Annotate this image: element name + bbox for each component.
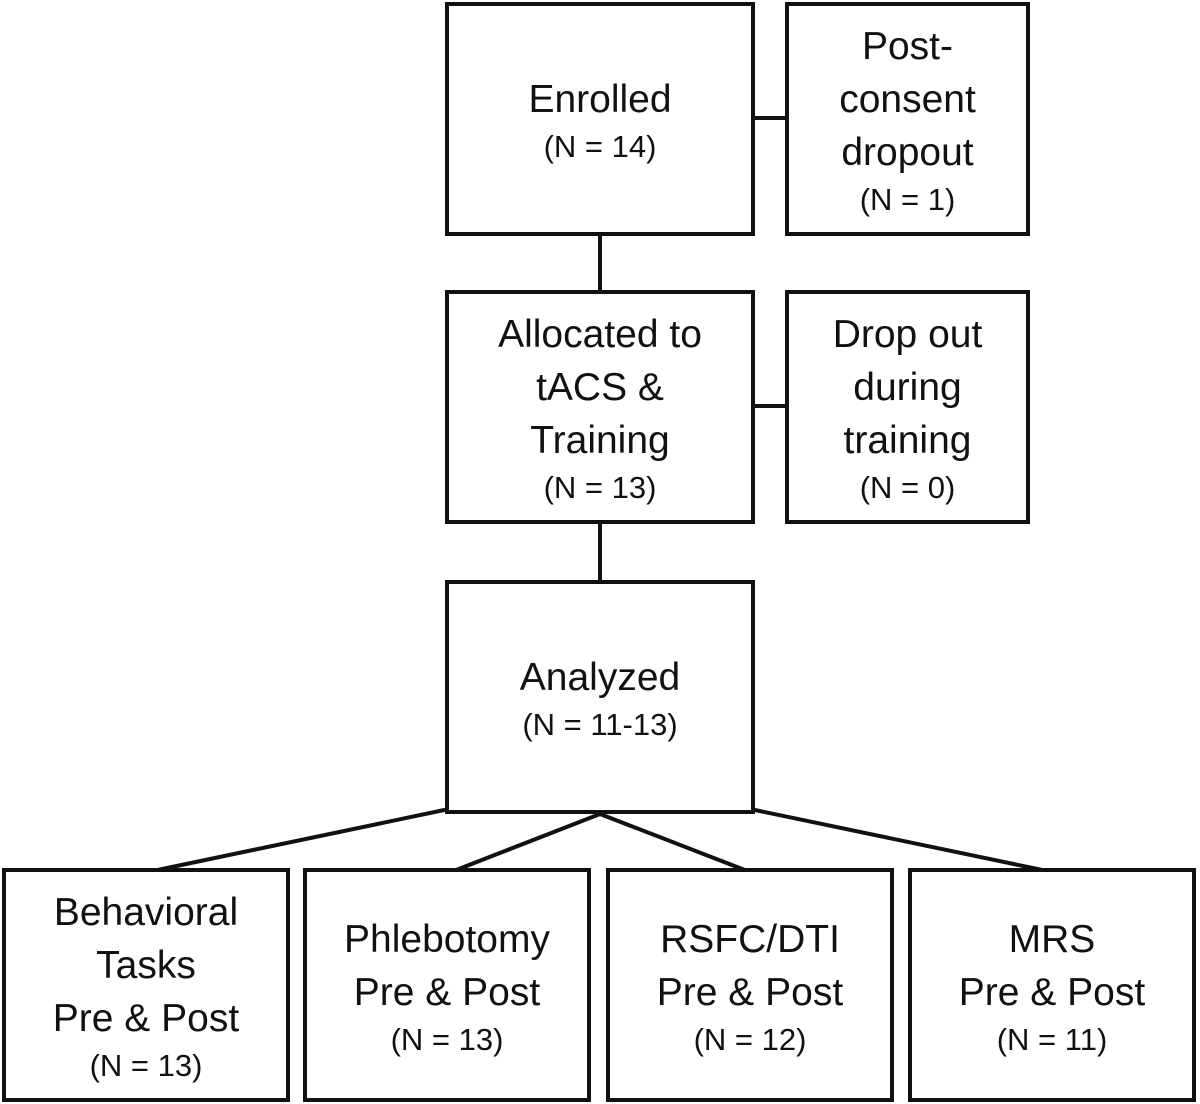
post-consent-dropout-line-1: Post-	[861, 25, 953, 68]
training-dropout-line-2: during	[853, 366, 962, 409]
training-dropout-line-3: training	[843, 419, 972, 462]
outcome-behavioral-line-1: Behavioral	[53, 891, 239, 934]
outcome-mrs-line-1: MRS	[1008, 917, 1096, 961]
analyzed-count: (N = 11-13)	[522, 707, 678, 742]
connector-analyzed-to-rsfc	[599, 812, 751, 874]
training-dropout-line-1: Drop out	[832, 313, 983, 356]
outcome-behavioral-count: (N = 13)	[89, 1048, 203, 1083]
outcome-box-mrs: MRS Pre & Post (N = 11)	[908, 868, 1196, 1102]
allocated-line-2: tACS &	[536, 366, 664, 409]
enrolled-count: (N = 14)	[543, 129, 657, 164]
outcome-box-rsfc-dti: RSFC/DTI Pre & Post (N = 12)	[606, 868, 894, 1102]
outcome-rsfc-dti-count: (N = 12)	[693, 1021, 807, 1057]
post-consent-dropout-line-3: dropout	[841, 131, 974, 174]
post-consent-dropout-line-2: consent	[839, 78, 976, 121]
allocated-box: Allocated to tACS & Training (N = 13)	[445, 290, 755, 524]
connector-analyzed-to-behavioral	[147, 807, 450, 874]
outcome-phlebotomy-line-1: Phlebotomy	[344, 917, 550, 961]
allocated-line-3: Training	[530, 419, 670, 462]
allocated-count: (N = 13)	[543, 470, 657, 505]
outcome-rsfc-dti-line-2: Pre & Post	[656, 970, 844, 1014]
connector-analyzed-to-mrs	[749, 807, 1053, 874]
connector-analyzed-to-phlebotomy	[450, 812, 601, 874]
allocated-line-1: Allocated to	[498, 313, 702, 356]
post-consent-dropout-count: (N = 1)	[859, 182, 956, 217]
outcome-mrs-count: (N = 11)	[996, 1021, 1108, 1057]
outcome-phlebotomy-line-2: Pre & Post	[353, 970, 541, 1014]
post-consent-dropout-box: Post- consent dropout (N = 1)	[785, 2, 1030, 236]
enrolled-box: Enrolled (N = 14)	[445, 2, 755, 236]
enrolled-label: Enrolled	[528, 78, 672, 121]
training-dropout-box: Drop out during training (N = 0)	[785, 290, 1030, 524]
outcome-behavioral-line-3: Pre & Post	[52, 997, 240, 1040]
training-dropout-count: (N = 0)	[859, 470, 956, 505]
outcome-box-phlebotomy: Phlebotomy Pre & Post (N = 13)	[303, 868, 591, 1102]
outcome-rsfc-dti-line-1: RSFC/DTI	[660, 917, 840, 961]
outcome-phlebotomy-count: (N = 13)	[390, 1021, 504, 1057]
outcome-box-behavioral: Behavioral Tasks Pre & Post (N = 13)	[2, 868, 290, 1102]
analyzed-label: Analyzed	[519, 656, 681, 699]
analyzed-box: Analyzed (N = 11-13)	[445, 580, 755, 814]
outcome-behavioral-line-2: Tasks	[96, 944, 196, 987]
outcome-mrs-line-2: Pre & Post	[958, 970, 1146, 1014]
